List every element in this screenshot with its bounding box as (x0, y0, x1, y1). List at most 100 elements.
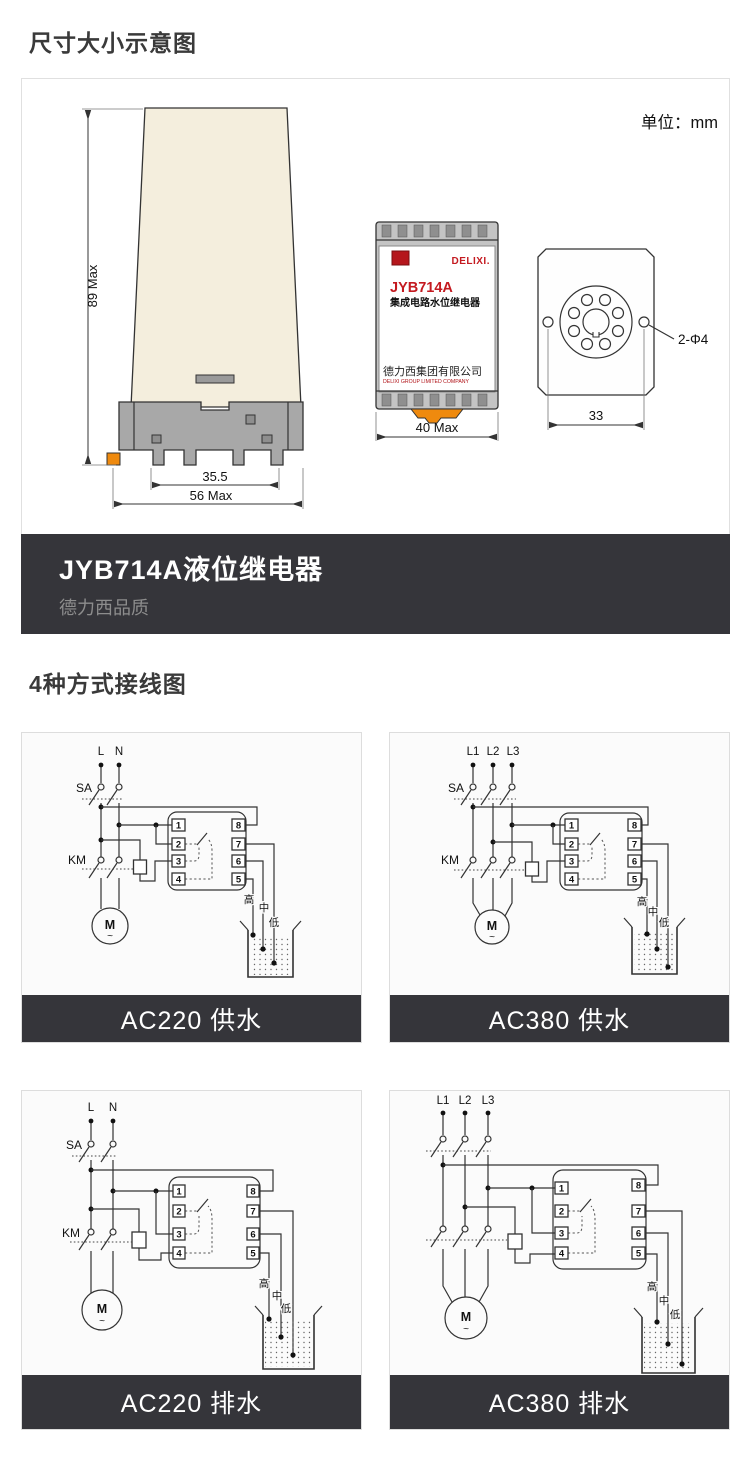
pin-label: 1 (559, 1184, 565, 1195)
wiring-caption-ac220-drain: AC220 排水 (22, 1375, 361, 1429)
phase-label: N (109, 1102, 117, 1114)
pin-label: 6 (236, 857, 241, 868)
dimension-diagram-panel: 89 Max 35.5 56 Max (21, 78, 730, 534)
product-title-banner: JYB714A液位继电器 德力西品质 (21, 534, 730, 634)
motor-label: M (105, 918, 115, 932)
pin8-feed-wire (101, 806, 258, 826)
side-view: 89 Max 35.5 56 Max (82, 107, 304, 509)
pin-label: 3 (569, 857, 574, 868)
probe-wires (245, 843, 275, 963)
probe-label-high: 高 (637, 895, 648, 908)
probe-label-low: 低 (281, 1302, 292, 1315)
switch-label: SA (448, 781, 464, 795)
wiring-panel-ac380-supply: L1 L2 L3 SA KM (389, 732, 730, 1043)
switch-label: SA (76, 781, 92, 795)
pin-label: 5 (236, 875, 242, 886)
probe-label-high: 高 (259, 1277, 270, 1290)
company-en-label: DELIXI GROUP LIMITED COMPANY (383, 379, 470, 385)
phase-label: L (88, 1102, 95, 1114)
wiring-diagram-ac380-drain: L1 L2 L3 (390, 1091, 729, 1375)
probe-label-mid: 中 (272, 1289, 283, 1302)
din-clip (106, 452, 121, 466)
model-label: JYB714A (390, 280, 453, 296)
hole-span-dimension-label: 33 (589, 408, 603, 423)
probe-wires (645, 1210, 683, 1364)
indicator-led (391, 250, 410, 266)
water-tank (239, 920, 302, 978)
unit-note: 单位：mm (641, 113, 718, 132)
water-tank (623, 917, 686, 975)
probe-label-mid: 中 (259, 901, 270, 914)
pin-label: 4 (176, 1249, 182, 1260)
contactor-coil (507, 1233, 523, 1250)
front-view: DELIXI. JYB714A 集成电路水位继电器 德力西集团有限公司 DELI… (375, 221, 499, 441)
motor-sign: ~ (489, 932, 495, 943)
wiring-panel-ac220-drain: L N SA KM (21, 1090, 362, 1430)
front-clip (409, 408, 465, 424)
motor-label: M (487, 919, 497, 933)
contactor-coil (524, 861, 540, 877)
probe-wires (259, 1210, 294, 1355)
dimension-drawing: 89 Max 35.5 56 Max (82, 107, 718, 509)
probe-label-high: 高 (647, 1280, 658, 1293)
phase-label: L3 (482, 1095, 495, 1107)
page: 尺寸大小示意图 89 Max (21, 24, 730, 1457)
pin-label: 8 (236, 821, 241, 832)
wiring-diagram-grid: L N SA KM (21, 732, 730, 1457)
pin8-feed-wire (91, 1169, 274, 1192)
motor-icon (81, 1289, 123, 1331)
phase-label: L2 (487, 746, 500, 758)
contactor-coil (131, 1231, 147, 1249)
water-tank (633, 1307, 704, 1374)
pin8-feed-wire (473, 806, 649, 826)
probe-wires (641, 843, 669, 967)
mounting-holes-label: 2-Φ4 (678, 332, 709, 347)
pin-label: 4 (176, 875, 182, 886)
phase-label: L1 (437, 1095, 450, 1107)
phase-label: L1 (467, 746, 480, 758)
pin-label: 1 (176, 821, 182, 832)
front-width-dimension-label: 40 Max (416, 420, 459, 435)
phase-label: L (98, 746, 105, 758)
top-ribs (381, 224, 488, 238)
pin-label: 6 (636, 1229, 641, 1240)
product-title: JYB714A液位继电器 (59, 555, 324, 585)
wiring-caption-ac380-drain: AC380 排水 (390, 1375, 729, 1429)
phase-label: L2 (459, 1095, 472, 1107)
height-dimension-label: 89 Max (85, 264, 100, 307)
pin-label: 2 (569, 840, 574, 851)
relay-block (167, 811, 247, 891)
pin-label: 8 (250, 1187, 255, 1198)
pin-label: 6 (632, 857, 637, 868)
motor-label: M (97, 1302, 107, 1316)
probe-label-mid: 中 (659, 1294, 670, 1307)
contactor-label: KM (441, 853, 459, 867)
wiring-panel-ac220-supply: L N SA KM (21, 732, 362, 1043)
relay-base (118, 401, 304, 466)
probe-label-high: 高 (244, 893, 255, 906)
probe-label-low: 低 (670, 1308, 681, 1321)
pin-label: 5 (632, 875, 638, 886)
pin-label: 7 (250, 1207, 255, 1218)
pin-label: 2 (176, 840, 181, 851)
wiring-diagram-ac220-drain: L N SA KM (22, 1091, 361, 1375)
wiring-caption-ac220-supply: AC220 供水 (22, 995, 361, 1042)
pin-label: 2 (559, 1207, 564, 1218)
probe-label-low: 低 (269, 916, 280, 929)
probe-label-low: 低 (659, 916, 670, 929)
product-subtitle: 德力西品质 (59, 598, 149, 618)
phase-label: N (115, 746, 123, 758)
width-dimension-label: 56 Max (190, 488, 233, 503)
pin-label: 7 (236, 840, 241, 851)
probe-label-mid: 中 (648, 905, 659, 918)
relay-block (168, 1176, 261, 1269)
relay-pins: 1 2 3 4 8 7 6 5 (171, 818, 246, 886)
pin-label: 5 (636, 1249, 642, 1260)
switch-label: SA (66, 1138, 82, 1152)
pin-label: 3 (559, 1229, 564, 1240)
pin-span-dimension-label: 35.5 (202, 469, 227, 484)
relay-pins: 1 2 3 4 8 7 6 5 (554, 1178, 646, 1260)
pin-label: 3 (176, 857, 181, 868)
contactor-coil (132, 859, 148, 875)
wiring-panel-ac380-drain: L1 L2 L3 (389, 1090, 730, 1430)
